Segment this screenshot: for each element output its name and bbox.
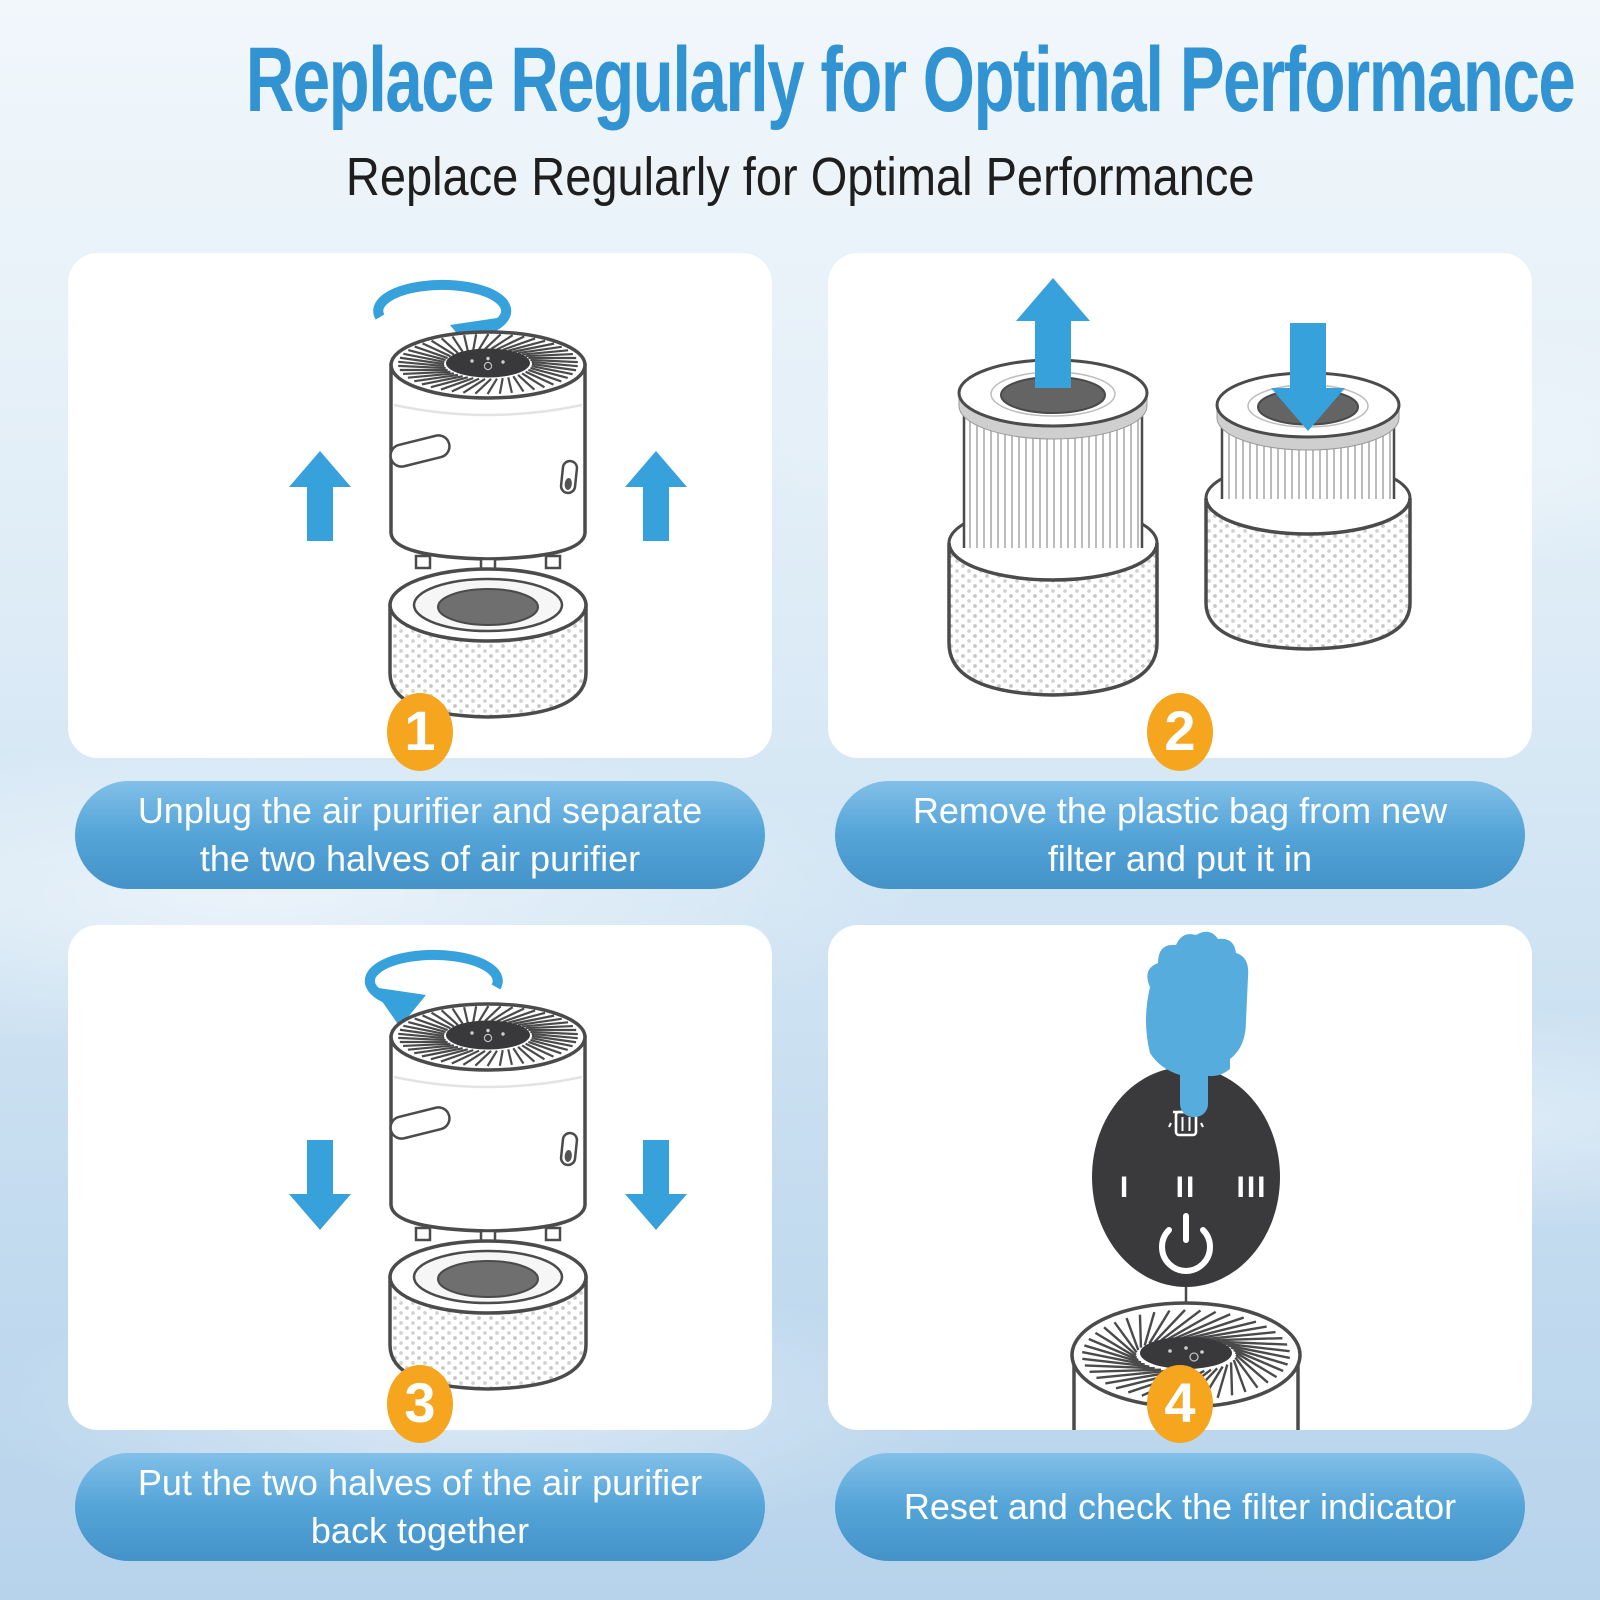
hand-icon xyxy=(1146,931,1249,1117)
page-subtitle: Replace Regularly for Optimal Performanc… xyxy=(345,147,1255,207)
step-3-badge: 3 xyxy=(387,1365,453,1443)
step-2-illustration xyxy=(947,278,1412,697)
filter-cylinder xyxy=(388,567,588,719)
step-1-illustration xyxy=(289,279,687,719)
up-arrow-right xyxy=(625,451,687,541)
side-sensor xyxy=(559,459,579,495)
step-2-panel xyxy=(828,253,1532,758)
filter-cylinder xyxy=(388,1239,588,1391)
step-2-badge: 2 xyxy=(1147,693,1213,771)
fan-speed-2-label: II xyxy=(1176,1171,1197,1204)
new-filter-assembly xyxy=(947,278,1159,697)
down-arrow xyxy=(1271,323,1345,431)
air-purifier-top-half xyxy=(389,330,587,573)
air-purifier-body xyxy=(1070,1287,1302,1430)
step-1-badge: 1 xyxy=(387,693,453,771)
step-4-badge: 4 xyxy=(1147,1365,1213,1443)
top-control-circle xyxy=(1140,1337,1232,1369)
up-arrow-left xyxy=(289,451,351,541)
step-3-illustration xyxy=(289,949,687,1391)
step-1-panel xyxy=(68,253,772,758)
up-arrow xyxy=(1016,278,1090,388)
handle-indent xyxy=(389,434,451,468)
fan-speed-1-label: I xyxy=(1120,1171,1128,1204)
pleated-filter xyxy=(957,358,1149,548)
step-4-illustration: I II III xyxy=(1070,931,1302,1430)
step-4-panel: I II III xyxy=(828,925,1532,1430)
rotation-arrow xyxy=(364,949,503,1027)
down-arrow-right xyxy=(625,1140,687,1230)
step-1-caption: Unplug the air purifier and separate the… xyxy=(75,781,765,889)
air-purifier-top-half xyxy=(389,1002,587,1245)
power-icon xyxy=(1159,1213,1213,1274)
step-2-caption: Remove the plastic bag from new filter a… xyxy=(835,781,1525,889)
fan-speed-labels: I II III xyxy=(1120,1171,1267,1204)
step-3-caption: Put the two halves of the air purifier b… xyxy=(75,1453,765,1561)
side-sensor xyxy=(559,1131,579,1167)
old-filter-assembly xyxy=(1204,323,1412,651)
fan-speed-3-label: III xyxy=(1236,1171,1267,1204)
step-3-panel xyxy=(68,925,772,1430)
control-panel-oval: I II III xyxy=(1092,1067,1280,1287)
handle-indent xyxy=(389,1106,451,1140)
down-arrow-left xyxy=(289,1140,351,1230)
page-title: Replace Regularly for Optimal Performanc… xyxy=(245,29,1576,131)
step-4-caption: Reset and check the filter indicator xyxy=(835,1453,1525,1561)
